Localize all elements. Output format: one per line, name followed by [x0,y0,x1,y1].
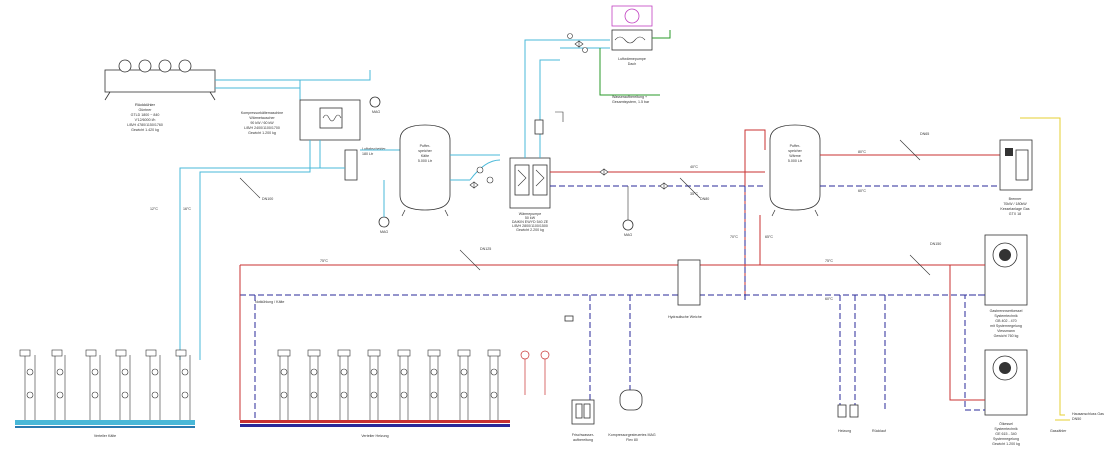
mag-3: MAG [624,233,632,237]
drycooler-label-0: Rückkühler [135,102,156,107]
buffer-tank-warm: Puffer- speicher Wärme 5.000 Ltr [769,124,821,217]
oil-boiler: Ölkessel Systemtechnik GE 615 - 340 Syst… [984,349,1028,446]
cold-dist-label: Verteiler Kälte [94,434,116,438]
oil-label-2: GE 615 - 340 [995,432,1016,436]
buffer2-label-0: Puffer- [790,144,802,148]
buffer1-label-0: Puffer- [420,144,432,148]
water-label-0: Wasseraufbereitung + [612,95,647,99]
temp-warm-4: 60°C [858,189,866,193]
temp-h1: 75°C [320,259,328,263]
exp-label-0: Kompressorgesteuertes MAG [608,433,656,437]
cond-label-4: Viessmann [997,329,1015,333]
boiler-top-label-2: Kesselanlage Gas [1000,207,1029,211]
separator-label-1: 180 Ltr [362,152,374,156]
temp-cold-1: 12°C [150,207,158,211]
cond-label-3: mit Systemregelung [990,324,1022,328]
heatpump-label-1: 50 kW [525,216,536,220]
air-unit: Luftwärmepumpe Dach [611,5,653,66]
heat-distributor: Verteiler Heizung [240,420,510,438]
buffer1-label-2: Kälte [421,154,429,158]
temp-cold-2: 16°C [183,207,191,211]
drycooler-label-5: Gewicht 1.420 kg [131,128,159,132]
boiler-top-label-3: GTX 18 [1009,212,1021,216]
boiler-top: Brenner 70kW / 180kW Kesselanlage Gas GT… [999,139,1033,216]
temp-warm-3: 80°C [858,150,866,154]
temp-warm-5: 70°C [730,235,738,239]
chiller-label-2: 90 kW / 60 kW [250,121,274,125]
buffer-tank-cold: Puffer- speicher Kälte 5.000 Ltr [399,124,451,217]
heatpump-label-4: Gewicht 2.200 kg [516,228,544,232]
chiller-label-3: L/B/H 2400/1100/1700 [244,126,280,130]
chiller-label-4: Gewicht 1.200 kg [248,131,276,135]
oil-label-3: Systemregelung [993,437,1019,441]
emergency-label: Notkühlung / Kälte [255,300,284,304]
exp-label-1: Flex 80 [626,438,638,442]
buffer2-label-3: 5.000 Ltr [788,159,803,163]
dn-1: DN100 [262,197,273,201]
buffer2-label-1: speicher [788,149,802,153]
oil-label-1: Systemtechnik [994,427,1018,431]
drycooler-label-1: Güntner [139,108,153,112]
dn-4: DN125 [480,247,491,251]
fresh-water-unit: Frischwasser- aufbereitung [571,399,595,442]
drycooler-label-3: V'12/6000 l/h [135,118,156,122]
temp-warm-2: 35°C [690,192,698,196]
temp-h2: 75°C [825,259,833,263]
chiller-label-1: Wärmetauscher [249,116,275,120]
cond-label-1: Systemtechnik [994,314,1018,318]
hydraulic-label: Hydraulische Weiche [668,315,702,319]
cond-label-2: GB 402 - 470 [995,319,1016,323]
oil-label-4: Gewicht 1.200 kg [992,442,1020,446]
heating-lbl: Heizung [838,429,851,433]
gas-meter: Gaszähler [1050,429,1067,433]
temp-warm-1: 40°C [690,165,698,169]
temp-h3: 60°C [825,297,833,301]
buffer1-label-1: speicher [418,149,432,153]
buffer1-label-3: 5.000 Ltr [418,159,433,163]
fw-label-0: Frischwasser- [572,433,595,437]
cond-label-0: Gasbrennwertkessel [990,309,1023,313]
fw-label-1: aufbereitung [573,438,593,442]
cold-distributor: Verteiler Kälte [15,420,195,438]
ret-lbl: Rücklauf [872,429,886,433]
mag-1: MAG [372,110,380,114]
gas-house-1: DN50 [1072,417,1081,421]
heatpump-label-0: Wärmepumpe [519,212,542,216]
temp-warm-6: 65°C [765,235,773,239]
cold-branches [24,355,191,420]
dn-2: DN80 [700,197,709,201]
cond-label-5: Gewicht 760 kg [994,334,1019,338]
mag-2: MAG [380,230,388,234]
heat-branches [279,355,499,420]
drycooler-label-2: GTLD 1800 ~ 840 [131,113,160,117]
chiller-unit: Kompressorkältemaschine Wärmetauscher 90… [241,99,361,141]
dn-5: DN150 [930,242,941,246]
gas-house-0: Hausanschluss Gas [1072,412,1104,416]
drycooler-label-4: L/B/H 4780/1150/1760 [127,123,163,127]
heat-pump: Wärmepumpe 50 kW DAIKIN EWYD 540 ZE L/B/… [509,157,551,232]
hydraulic-separator: Hydraulische Weiche [668,259,702,319]
buffer2-label-2: Wärme [789,154,801,158]
chiller-label-0: Kompressorkältemaschine [241,111,283,115]
condensing-boiler: Gasbrennwertkessel Systemtechnik GB 402 … [984,234,1028,338]
boiler-top-label-0: Brenner [1009,197,1023,201]
heatpump-label-3: L/B/H 2800/1100/1500 [512,224,548,228]
separator-label-0: Luftabscheider [362,147,386,151]
oil-label-0: Ölkessel [999,422,1013,426]
boiler-top-label-1: 70kW / 180kW [1003,202,1027,206]
heat-dist-label: Verteiler Heizung [361,434,388,438]
dn-3: DN65 [920,132,929,136]
dry-cooler: Rückkühler Güntner GTLD 1800 ~ 840 V'12/… [104,59,216,132]
heatpump-label-2: DAIKIN EWYD 540 ZE [512,220,549,224]
expansion-vessel: Kompressorgesteuertes MAG Flex 80 [608,389,656,442]
airunit-label-0: Luftwärmepumpe [618,57,646,61]
airunit-label-1: Dach [628,62,636,66]
water-label-1: Gesamtsystem, 1.5 bar [612,100,650,104]
